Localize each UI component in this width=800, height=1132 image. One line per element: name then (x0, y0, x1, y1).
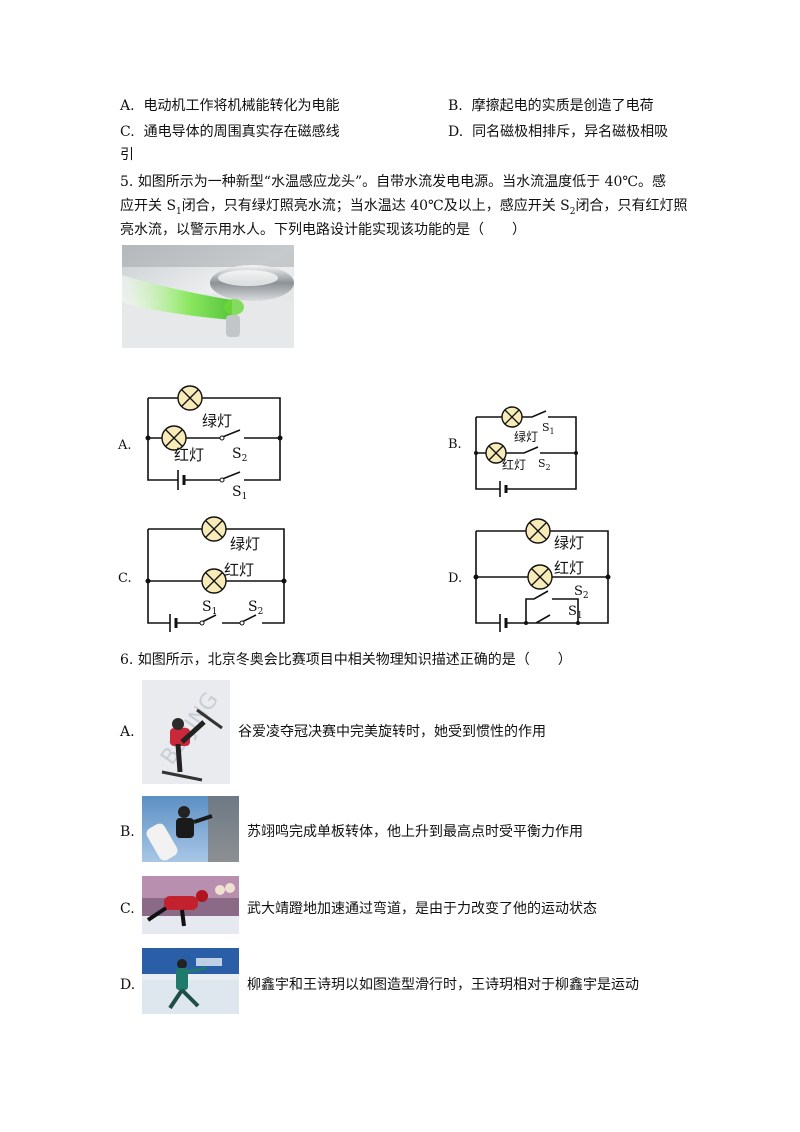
circuit-b: 绿灯 红灯 S1 S2 (474, 406, 578, 497)
subscript: 1 (550, 427, 555, 436)
option-label-a: A. (118, 438, 132, 453)
junction-dot (145, 435, 151, 441)
lamp-icon (161, 425, 187, 451)
lamp-icon (525, 518, 551, 544)
q6-option-text-b: 苏翊鸣完成单板转体，他上升到最高点时受平衡力作用 (247, 824, 583, 840)
circuit-a: 绿灯 红灯 S2 S1 (145, 385, 283, 502)
q6-option-label-b: B. (120, 824, 135, 840)
switch-label-s1: S1 (202, 599, 217, 617)
subscript: 2 (258, 607, 264, 617)
red-lamp-label: 红灯 (554, 559, 584, 577)
q5-stem-text: 应开关 S (120, 198, 177, 214)
q5-stem-line2: 应开关 S1闭合，只有绿灯照亮水流；当水温达 40℃及以上，感应开关 S2闭合，… (120, 196, 687, 222)
q4-option-a: A. 电动机工作将机械能转化为电能 (120, 98, 340, 114)
q5-stem-line1: 5. 如图所示为一种新型“水温感应龙头”。自带水流发电电源。当水流温度低于 40… (120, 174, 667, 190)
snowboarder-photo (142, 796, 239, 862)
green-lamp-label: 绿灯 (202, 412, 232, 430)
switch-contact (239, 620, 245, 626)
q6-option-text-c: 武大靖蹬地加速通过弯道，是由于力改变了他的运动状态 (247, 901, 597, 917)
red-lamp-label: 红灯 (502, 457, 526, 472)
switch-letter: S (568, 604, 577, 619)
q5-stem-text: 闭合，只有绿灯照亮水流；当水温达 40℃及以上，感应开关 S (181, 198, 570, 214)
subscript: 1 (577, 611, 583, 621)
figure-skating-photo (142, 948, 239, 1014)
red-lamp-label: 红灯 (174, 446, 204, 464)
lamp-icon (177, 385, 203, 411)
switch-contact (199, 620, 205, 626)
q6-option-text-d: 柳鑫宇和王诗玥以如图造型滑行时，王诗玥相对于柳鑫宇是运动 (247, 977, 639, 993)
junction-dot (277, 435, 283, 441)
option-label-b: B. (448, 437, 462, 452)
green-lamp-label: 绿灯 (554, 534, 584, 552)
switch-contact (219, 435, 225, 441)
switch-label-s2: S2 (538, 457, 551, 472)
subscript: 2 (546, 463, 551, 472)
switch-letter: S (232, 446, 242, 462)
q4-option-c: C. 通电导体的周围真实存在磁感线 (120, 124, 340, 140)
q5-stem-text: 闭合，只有红灯照 (575, 198, 688, 214)
switch-letter: S (232, 484, 242, 500)
switch-letter: S (538, 457, 546, 470)
green-lamp-label: 绿灯 (514, 429, 538, 444)
lamp-icon (527, 564, 553, 590)
q4-option-b: B. 摩擦起电的实质是创造了电荷 (448, 98, 654, 114)
speed-skater-photo (142, 876, 239, 934)
junction-dot (473, 574, 479, 580)
q6-stem: 6. 如图所示，北京冬奥会比赛项目中相关物理知识描述正确的是（ ） (120, 652, 572, 668)
q4-option-d: D. 同名磁极相排斥，异名磁极相吸 (448, 124, 669, 140)
green-lamp-label: 绿灯 (230, 535, 260, 553)
switch-letter: S (542, 421, 550, 434)
switch-label-s2: S2 (232, 446, 247, 464)
circuit-d: 绿灯 红灯 S2 S1 (473, 518, 611, 632)
junction-dot (576, 621, 580, 625)
switch-letter: S (574, 584, 583, 599)
circuit-c: 绿灯 红灯 S1 S2 (145, 516, 287, 632)
faucet-photo (122, 245, 294, 348)
subscript: 1 (242, 492, 248, 502)
lamp-icon (201, 568, 227, 594)
junction-dot (605, 574, 611, 580)
junction-dot (474, 451, 478, 455)
switch-label-s1: S1 (568, 604, 583, 621)
q6-option-text-a: 谷爱凌夺冠决赛中完美旋转时，她受到惯性的作用 (238, 724, 546, 740)
switch-label-s2: S2 (574, 584, 589, 601)
q5-stem-line3: 亮水流，以警示用水人。下列电路设计能实现该功能的是（ ） (120, 222, 526, 238)
subscript: 2 (569, 206, 576, 217)
subscript: 1 (212, 607, 218, 617)
switch-label-s1: S1 (542, 421, 555, 436)
junction-dot (574, 451, 578, 455)
lamp-icon (201, 516, 227, 542)
q4-option-d-wrap: 引 (120, 147, 134, 163)
switch-contact (219, 477, 225, 483)
wire (475, 410, 577, 490)
switch-label-s2: S2 (248, 599, 263, 617)
skier-photo: BEIJING (142, 680, 230, 784)
switch-letter: S (248, 599, 258, 615)
subscript: 1 (176, 206, 182, 217)
junction-dot (524, 621, 528, 625)
subscript: 2 (583, 591, 589, 601)
junction-dot (145, 578, 151, 584)
subscript: 2 (242, 454, 248, 464)
switch-letter: S (202, 599, 212, 615)
option-label-d: D. (448, 571, 463, 586)
q6-option-label-a: A. (120, 724, 135, 740)
option-label-c: C. (118, 571, 132, 586)
switch-label-s1: S1 (232, 484, 247, 502)
lamp-icon (501, 406, 523, 428)
lamp-icon (485, 442, 507, 464)
q6-option-label-c: C. (120, 901, 135, 917)
q6-option-label-d: D. (120, 977, 136, 993)
red-lamp-label: 红灯 (224, 561, 254, 579)
junction-dot (281, 578, 287, 584)
